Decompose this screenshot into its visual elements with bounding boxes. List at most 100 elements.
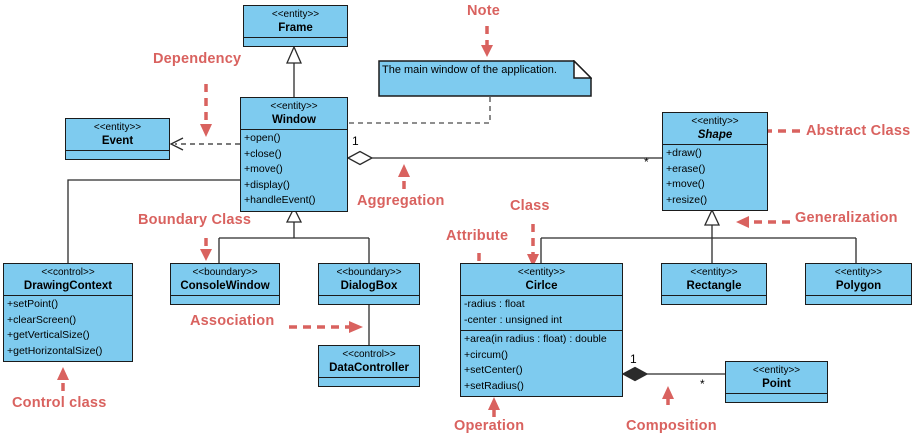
generalization-frame-window (286, 45, 302, 97)
operation: +setRadius() (464, 379, 524, 392)
class-name: Window (272, 114, 316, 126)
operation: +circum() (464, 348, 509, 361)
operation: +getVerticalSize() (7, 329, 90, 341)
class-stereotype: <<entity>> (271, 9, 320, 20)
annotation-generalization-label: Generalization (795, 210, 898, 226)
composition-circle-point (621, 366, 725, 382)
class-stereotype: <<boundary>> (192, 267, 258, 278)
class-name: Frame (278, 22, 313, 34)
empty-compartment (806, 295, 911, 304)
class-name: Polygon (835, 280, 882, 292)
class-name: Rectangle (686, 280, 742, 292)
class-name: ConsoleWindow (180, 280, 270, 292)
class-event: <<entity>> Event (65, 118, 170, 160)
class-stereotype: <<entity>> (834, 267, 883, 278)
operation: +clearScreen() (7, 313, 77, 326)
class-drawingcontext: <<control>> DrawingContext +setPoint() +cle… (3, 263, 133, 362)
class-shape: <<entity>> Shape +draw() +erase() +move() +re… (662, 112, 768, 211)
attribute: -radius : float (464, 298, 525, 310)
class-stereotype: <<control>> (41, 267, 95, 278)
class-stereotype: <<boundary>> (336, 267, 402, 278)
class-stereotype: <<entity>> (691, 116, 739, 127)
class-stereotype: <<entity>> (752, 365, 801, 376)
operation: +setPoint() (7, 298, 59, 310)
multiplicity-aggregation-target: * (644, 155, 649, 169)
annotation-attribute-label: Attribute (446, 228, 509, 244)
multiplicity-aggregation-source: 1 (352, 134, 359, 148)
operation: +move() (666, 178, 705, 190)
class-name: DataController (329, 362, 409, 374)
association-annotation-arrow (289, 321, 363, 333)
operation: +display() (244, 178, 290, 191)
annotation-boundary-class-label: Boundary Class (138, 212, 252, 228)
generalization-window-boundaries (218, 206, 370, 263)
class-stereotype: <<entity>> (270, 101, 318, 112)
attribute: -center : unsigned int (464, 313, 563, 326)
operations-compartment: +open()+close()+move()+display()+handleE… (241, 129, 347, 211)
annotation-control-class-label: Control class (12, 395, 107, 411)
class-stereotype: <<entity>> (93, 122, 142, 133)
aggregation-annotation-arrow (398, 164, 410, 189)
class-name: Shape (697, 129, 733, 141)
boundary-class-annotation-arrow (200, 238, 212, 261)
class-datacontroller: <<control>> DataController (318, 345, 420, 387)
annotation-class-label: Class (510, 198, 550, 214)
annotation-operation-label: Operation (454, 418, 525, 434)
aggregation-window-shape (346, 150, 662, 166)
operations-compartment: +draw() +erase() +move() +resize() (663, 144, 767, 210)
note-anchor-line (348, 97, 491, 124)
multiplicity-composition-source: 1 (630, 352, 637, 366)
empty-compartment (662, 295, 766, 304)
annotation-composition-label: Composition (626, 418, 717, 434)
class-frame: <<entity>> Frame (243, 5, 348, 47)
annotation-note-label: Note (467, 3, 501, 19)
generalization-shape-subclasses (540, 208, 857, 263)
operation: +setCenter() (464, 364, 523, 376)
dependency-annotation-arrow (200, 84, 212, 137)
control-class-annotation-arrow (57, 367, 69, 391)
attributes-compartment: -radius : float -center : unsigned int (461, 295, 622, 330)
empty-compartment (244, 37, 347, 46)
class-name: Point (762, 378, 791, 390)
operation: +draw() (666, 147, 702, 159)
note-shape (378, 59, 593, 97)
class-stereotype: <<control>> (342, 349, 396, 360)
class-stereotype: <<entity>> (690, 267, 738, 278)
class-name: DrawingContext (23, 280, 113, 292)
empty-compartment (726, 393, 827, 402)
empty-compartment (319, 377, 419, 386)
class-circle: <<entity>> Cirlce-radius : float -center :… (460, 263, 623, 397)
annotation-dependency-label: Dependency (153, 51, 242, 67)
operation: +erase() (666, 162, 706, 175)
uml-note: The main window of the application. (378, 59, 593, 97)
class-dialogbox: <<boundary>>DialogBox (318, 263, 420, 305)
class-rectangle: <<entity>> Rectangle (661, 263, 767, 305)
note-annotation-arrow (481, 26, 493, 57)
class-consolewindow: <<boundary>> ConsoleWindow (170, 263, 280, 305)
class-polygon: <<entity>> Polygon (805, 263, 912, 305)
class-point: <<entity>> Point (725, 361, 828, 403)
generalization-annotation-arrow (736, 216, 790, 228)
operation: +open() (244, 132, 281, 144)
operation: +getHorizontalSize() (7, 344, 103, 357)
operations-compartment: +area(in radius : float) : double +circum… (461, 330, 622, 396)
multiplicity-composition-target: * (700, 377, 705, 391)
operation: +resize() (666, 193, 708, 206)
empty-compartment (66, 150, 169, 159)
dependency-window-event (169, 137, 240, 151)
operations-compartment: +setPoint() +clearScreen() +getVerticalSiz… (4, 295, 132, 361)
composition-annotation-arrow (662, 386, 674, 405)
operation: +close() (244, 147, 282, 160)
class-name: Event (101, 135, 134, 147)
class-annotation-arrow (527, 224, 539, 267)
empty-compartment (319, 295, 419, 304)
annotation-association-label: Association (190, 313, 275, 329)
class-stereotype: <<entity>> (517, 267, 566, 278)
annotation-aggregation-label: Aggregation (357, 193, 445, 209)
class-window: <<entity>> Window +open() +close() +move() +d… (240, 97, 348, 212)
class-name: Cirlce (525, 280, 558, 292)
operation: +area(in radius : float) : double (464, 333, 607, 345)
operation: +move() (244, 163, 283, 175)
